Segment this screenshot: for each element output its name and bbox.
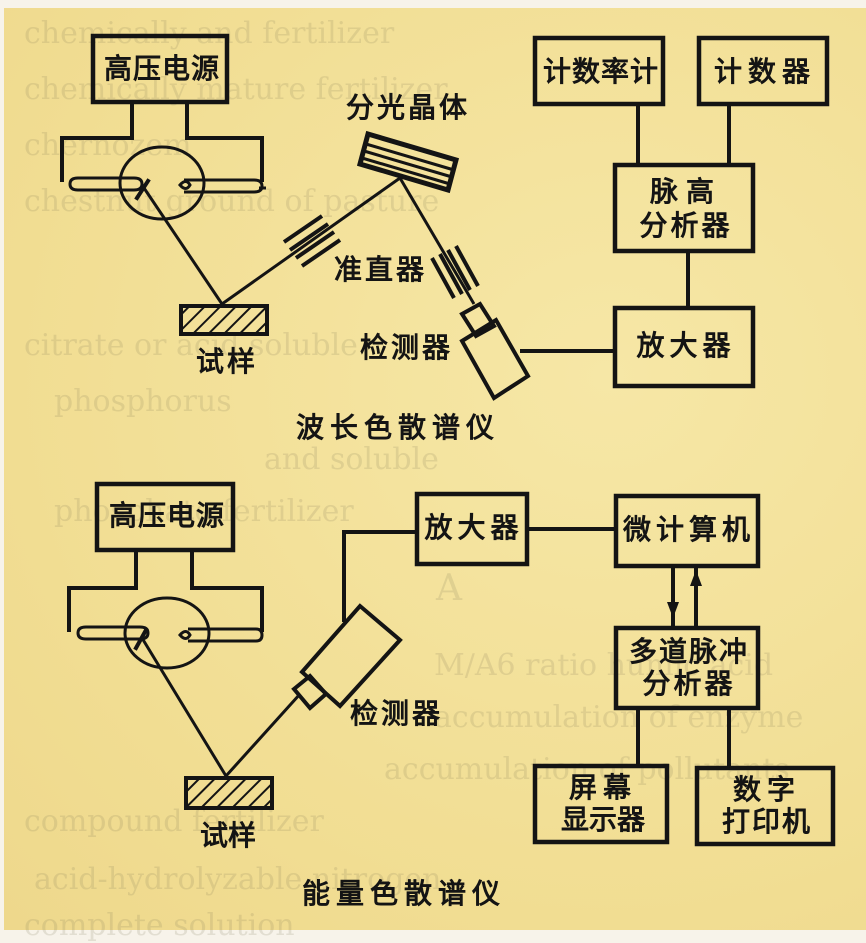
wds-counter-label: 计数器 [713,55,816,88]
wds-count-rate-meter-label: 计数率计 [542,55,659,88]
eds-high-voltage-label: 高压电源 [108,499,225,532]
wds-crystal-label: 分光晶体 [346,91,471,124]
wds-high-voltage-label: 高压电源 [103,52,220,85]
wds-detector-label: 检测器 [360,331,454,364]
wds-amplifier-box [612,305,756,389]
wds-collimator-1-icon [282,214,342,268]
wds-sample-label: 试样 [196,345,259,378]
wds-high-voltage-box [90,33,230,105]
eds-sample-label: 试样 [200,819,257,852]
wds-crystal-icon [356,130,460,194]
down-arrow-icon [667,602,679,618]
eds-beam-to-detector [224,692,302,778]
wds-pha-label-line2: 分析器 [639,209,733,242]
wds-beam-to-sample [142,187,224,305]
eds-multichannel-analyzer-box [613,625,761,711]
wds-detector-icon [459,301,531,401]
eds-mca-label-line1: 多道脉冲 [628,635,749,668]
eds-microcomputer-label: 微计算机 [622,513,755,546]
wds-amplifier-label: 放大器 [636,329,736,362]
wds-pulse-height-analyzer-box [612,162,756,254]
eds-screen-label-line1: 屏幕 [568,771,637,804]
wds-counter-box [696,35,830,107]
wds-tube-housing [60,100,264,182]
eds-microcomputer-mca-link [667,564,702,630]
eds-title: 能量色散谱仪 [302,877,507,910]
eds-printer-label-line1: 数字 [732,773,801,806]
wds-title: 波长色散谱仪 [296,411,501,444]
eds-sample-block [184,776,274,810]
eds-detector-icon [291,603,403,711]
diagram-page: chemically and fertilizer chemically mat… [4,8,866,943]
wds-pha-label-line1: 脉高 [649,175,722,208]
diagram-drawing [60,33,836,847]
eds-screen-label-line2: 显示器 [560,803,645,836]
wds-collimator-label: 准直器 [334,253,428,286]
eds-x-ray-tube-icon [76,596,264,670]
eds-tube-housing [67,548,264,632]
eds-section [67,481,836,847]
eds-printer-label-line2: 打印机 [721,805,812,838]
wds-sample-block [179,304,269,336]
wds-section [60,33,830,401]
up-arrow-icon [690,570,702,586]
eds-digital-printer-box [694,765,836,847]
eds-microcomputer-box [613,493,761,569]
wds-beam-to-detector [398,177,476,305]
wds-count-rate-meter-box [532,35,666,107]
eds-high-voltage-box [94,481,236,553]
eds-screen-display-box [532,763,670,845]
wds-collimator-2-icon [430,245,480,299]
eds-mca-label-line2: 分析器 [642,667,736,700]
eds-amplifier-label: 放大器 [424,511,524,544]
eds-detector-label: 检测器 [350,697,444,730]
eds-detector-to-amplifier [342,530,419,622]
wds-x-ray-tube-icon [68,145,266,221]
wds-beam-to-crystal [221,176,401,306]
eds-beam-to-sample [140,637,228,777]
